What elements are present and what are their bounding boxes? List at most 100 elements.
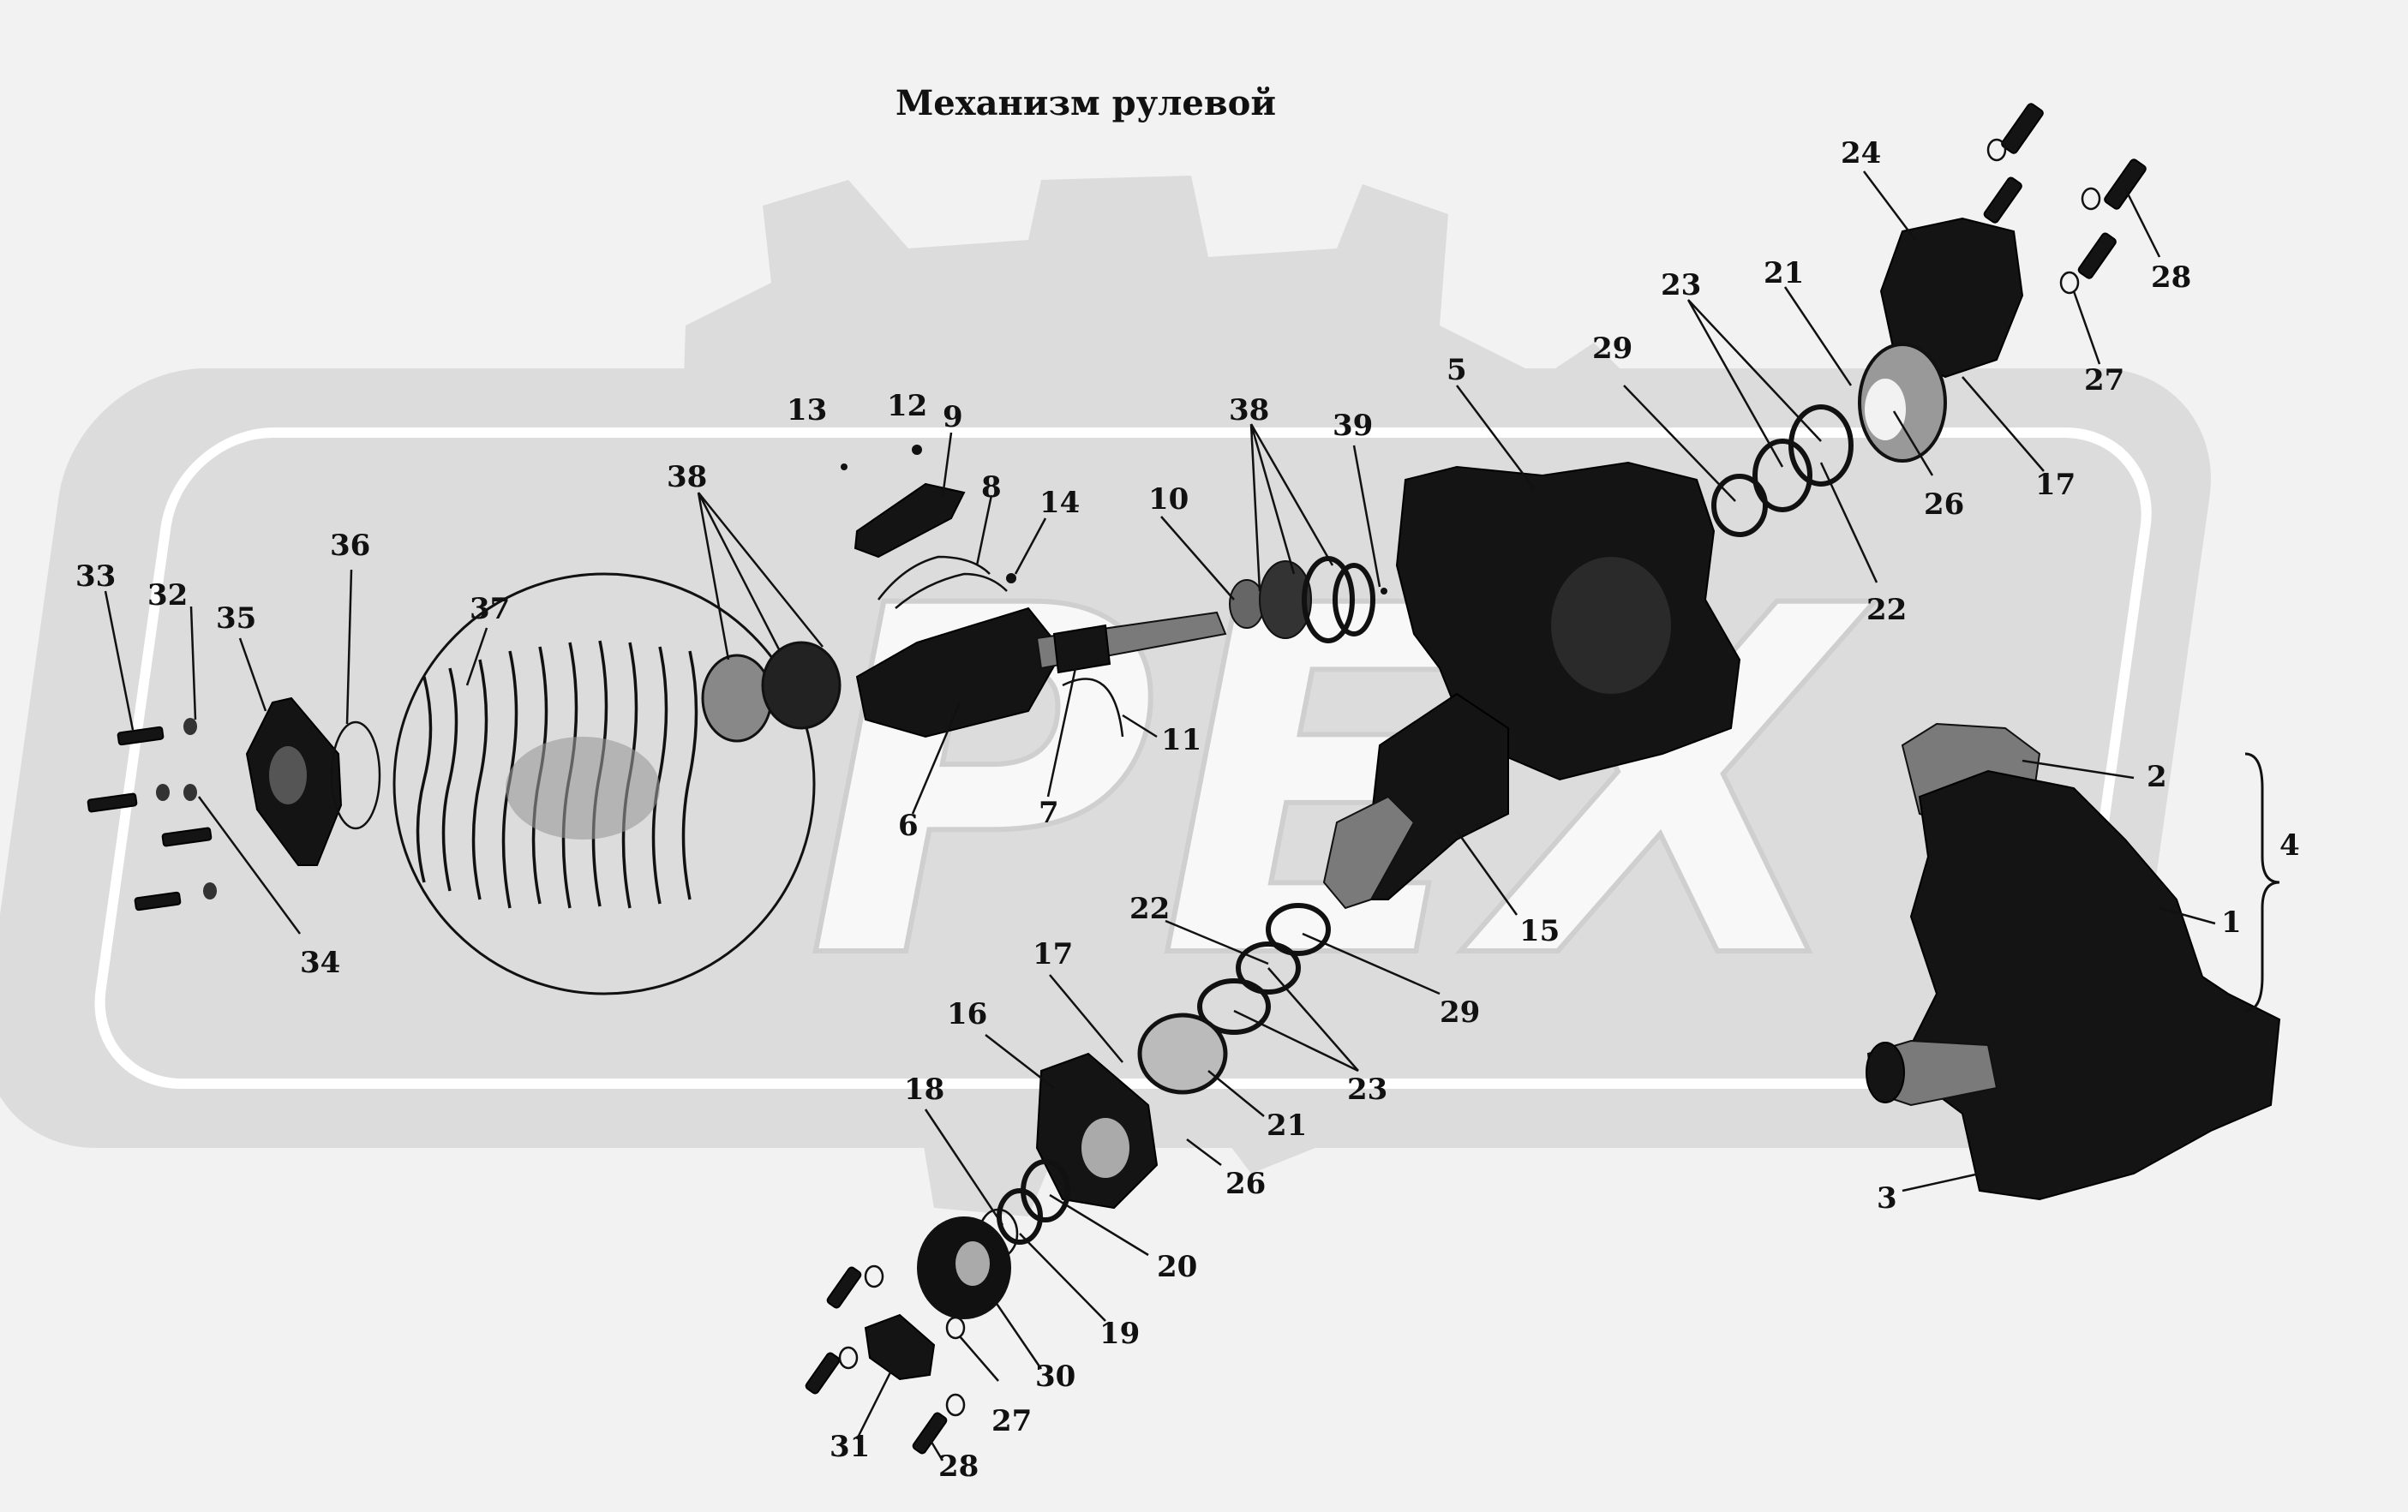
bolt-28-lower-a xyxy=(826,1266,862,1309)
part-14 xyxy=(1006,573,1016,583)
leader-22-lower xyxy=(1165,919,1269,965)
part-ring-29-lower xyxy=(1266,903,1331,956)
callout-18: 18 xyxy=(904,1073,944,1107)
part-seal-21-lower xyxy=(1137,1013,1228,1095)
leader-21-upper xyxy=(1783,286,1853,386)
leader-35 xyxy=(238,637,267,712)
housing-bore xyxy=(1551,557,1671,694)
ball-nut-assembly xyxy=(701,641,842,743)
leader-11 xyxy=(1122,714,1158,738)
callout-26-upper: 26 xyxy=(1924,487,1964,522)
part-39 xyxy=(1381,588,1387,595)
cover-boss xyxy=(269,746,307,804)
callout-30: 30 xyxy=(1035,1360,1075,1394)
upper-right-parts xyxy=(1711,103,2147,537)
leader-2 xyxy=(2022,759,2135,780)
bolt-28-lower-b xyxy=(805,1352,841,1395)
leader-1 xyxy=(2159,906,2216,925)
callout-1: 1 xyxy=(2221,905,2242,940)
part-screw-6 xyxy=(855,607,1064,738)
callout-22-upper: 22 xyxy=(1866,593,1907,627)
leader-8 xyxy=(975,494,993,566)
callout-34: 34 xyxy=(300,946,340,980)
callout-29-lower: 29 xyxy=(1440,995,1480,1030)
callout-28-lower: 28 xyxy=(938,1449,979,1484)
part-ring-29 xyxy=(1711,474,1768,537)
bolt-28-lower-c xyxy=(912,1412,948,1455)
callout-9: 9 xyxy=(943,400,963,434)
callout-4: 4 xyxy=(2279,828,2300,863)
part-housing-1 xyxy=(1909,769,2281,1201)
part-13 xyxy=(841,463,848,470)
callout-19: 19 xyxy=(1099,1317,1140,1351)
screw-shaft xyxy=(855,607,1227,738)
callouts: 1 2 3 4 5 6 7 8 9 10 11 12 13 14 15 16 1… xyxy=(75,136,2300,1484)
bearing-cone xyxy=(1259,560,1312,639)
leader-38-right xyxy=(1249,423,1334,592)
callout-38-left: 38 xyxy=(667,460,707,494)
bolt-33-a xyxy=(117,726,165,746)
leader-27-lower xyxy=(959,1336,999,1382)
callout-26-lower: 26 xyxy=(1225,1167,1266,1201)
callout-23-lower: 23 xyxy=(1347,1073,1387,1107)
callout-5: 5 xyxy=(1447,353,1467,387)
callout-12: 12 xyxy=(887,389,927,423)
washer-32-b xyxy=(156,784,170,801)
piston-body xyxy=(506,737,660,840)
leader-22-upper xyxy=(1819,462,1878,583)
brace-4 xyxy=(2244,752,2280,1013)
callout-27-upper: 27 xyxy=(2084,363,2124,397)
washer-27-lower-b xyxy=(838,1346,859,1370)
callout-20: 20 xyxy=(1157,1250,1197,1284)
leader-5 xyxy=(1456,385,1535,489)
leader-34 xyxy=(197,796,302,935)
washer-34 xyxy=(183,784,197,801)
part-o-ring-36 xyxy=(330,720,381,830)
callout-36: 36 xyxy=(330,529,370,563)
part-ring-19 xyxy=(997,1188,1043,1245)
leader-23-lower xyxy=(1233,967,1359,1073)
leader-17-upper xyxy=(1962,376,2045,472)
cover-16-bore xyxy=(1081,1118,1129,1178)
leader-39 xyxy=(1352,445,1381,588)
shaft-splines xyxy=(1052,624,1111,674)
leader-29-upper xyxy=(1623,385,1736,502)
callout-6: 6 xyxy=(898,809,919,843)
washer-32-c xyxy=(203,882,217,899)
bearing-assembly xyxy=(1229,556,1387,643)
bolt-33-b xyxy=(87,792,138,813)
leader-14 xyxy=(1014,517,1047,575)
leader-16 xyxy=(985,1034,1055,1089)
leader-27-upper xyxy=(2072,290,2101,365)
leader-lines xyxy=(104,170,2216,1461)
part-ring-23-lower-a xyxy=(1236,941,1301,995)
callout-21-upper: 21 xyxy=(1764,256,1804,290)
leader-23-upper xyxy=(1686,299,1822,468)
callout-17-upper: 17 xyxy=(2035,468,2076,502)
leader-30 xyxy=(988,1293,1043,1370)
callout-32: 32 xyxy=(147,578,188,613)
callout-21-lower: 21 xyxy=(1267,1109,1307,1143)
ball-nut xyxy=(761,641,842,730)
leader-28-upper xyxy=(2123,188,2161,258)
washer-27-b xyxy=(2081,187,2101,211)
callout-29-upper: 29 xyxy=(1592,332,1632,366)
leader-15 xyxy=(1455,830,1518,916)
leader-18 xyxy=(924,1109,1004,1226)
piston-37 xyxy=(392,572,816,995)
bolt-28-a xyxy=(2001,103,2044,154)
callout-14: 14 xyxy=(1039,486,1080,520)
leader-31 xyxy=(855,1370,893,1440)
leader-19 xyxy=(1019,1233,1106,1322)
callout-37: 37 xyxy=(470,592,510,626)
diagram-title: Механизм рулевой xyxy=(896,83,1276,123)
part-ring-23-lower-b xyxy=(1197,978,1271,1035)
washer-32-a xyxy=(183,718,197,735)
leader-38-left xyxy=(697,492,824,660)
leader-7 xyxy=(1046,667,1077,798)
part-screw-12 xyxy=(912,445,922,455)
bolt-33-d xyxy=(134,891,182,911)
leader-32 xyxy=(189,606,197,720)
part-guide-9 xyxy=(854,482,966,559)
